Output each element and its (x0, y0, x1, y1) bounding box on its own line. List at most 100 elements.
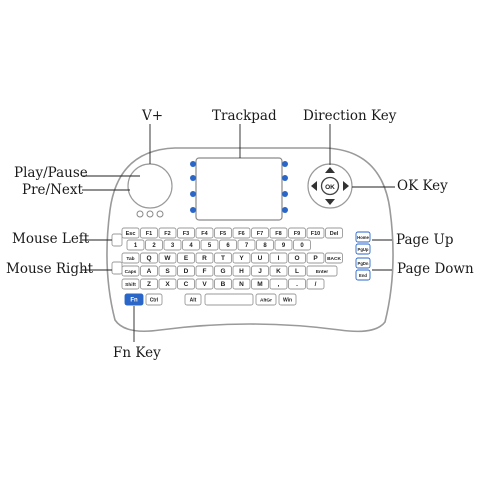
small-button (156, 210, 164, 218)
key-y: Y (232, 252, 251, 264)
svg-text:H: H (239, 268, 244, 275)
key-esc: Esc (121, 227, 140, 239)
svg-text:Q: Q (146, 255, 151, 262)
svg-text:P: P (313, 255, 318, 262)
label-trackpad: Trackpad (212, 108, 277, 124)
svg-text:4: 4 (189, 243, 193, 249)
key-d: D (177, 265, 195, 277)
key-z-row-0: Shift (121, 278, 140, 290)
svg-text:Y: Y (239, 255, 244, 262)
svg-text:X: X (165, 281, 170, 288)
label-page-down: Page Down (397, 261, 474, 277)
key-h: H (232, 265, 251, 277)
key-f1: F1 (140, 227, 158, 239)
svg-text:D: D (184, 268, 189, 275)
key-p: P (306, 252, 325, 264)
key-altgr: AltGr (255, 293, 277, 306)
svg-text:M: M (257, 281, 262, 288)
key-5: 5 (200, 239, 219, 251)
label-v-plus: V+ (142, 108, 164, 124)
key-e: E (177, 252, 195, 264)
key-w: W (158, 252, 177, 264)
svg-text:Z: Z (147, 281, 151, 288)
key-f2: F2 (158, 227, 177, 239)
svg-text:O: O (294, 255, 299, 262)
key-a: A (140, 265, 158, 277)
key-z-row-1: Z (140, 278, 158, 290)
svg-text:F1: F1 (146, 231, 152, 237)
svg-text:J: J (258, 268, 262, 275)
key-j: J (251, 265, 269, 277)
label-play-pause: Play/Pause (14, 165, 88, 181)
small-button (136, 210, 144, 218)
mouse-left-button (111, 233, 123, 247)
dpad-up-arrow (325, 167, 335, 173)
key-f9: F9 (288, 227, 306, 239)
key-side-home: Home (355, 231, 371, 243)
key-f3: F3 (177, 227, 195, 239)
key-space (204, 293, 254, 306)
svg-text:G: G (220, 268, 225, 275)
svg-text:.: . (296, 281, 298, 288)
trackpad-side-dot (190, 191, 196, 197)
key-f6: F6 (232, 227, 251, 239)
svg-text:F4: F4 (201, 231, 208, 237)
svg-text:V: V (202, 281, 207, 288)
svg-text:,: , (278, 281, 280, 288)
svg-text:I: I (278, 255, 280, 262)
trackpad-side-dot (282, 161, 288, 167)
key-side-end: End (355, 269, 371, 281)
key-f10: F10 (306, 227, 325, 239)
svg-text:1: 1 (134, 243, 138, 249)
svg-text:C: C (184, 281, 189, 288)
key-fn: Fn (124, 293, 144, 306)
label-mouse-left: Mouse Left (12, 231, 90, 247)
key-1: 1 (126, 239, 145, 251)
dpad-down-arrow (325, 199, 335, 205)
key-win: Win (278, 293, 297, 306)
label-fn-key: Fn Key (113, 345, 161, 361)
key-k: K (269, 265, 288, 277)
svg-text:Esc: Esc (126, 231, 136, 237)
key-z-row-4: V (195, 278, 214, 290)
key-0: 0 (293, 239, 311, 251)
key-ctrl: Ctrl (145, 293, 163, 306)
key-f7: F7 (251, 227, 269, 239)
key-l: L (288, 265, 306, 277)
svg-text:6: 6 (226, 243, 230, 249)
svg-text:Caps: Caps (125, 269, 137, 275)
callout-lines (82, 124, 395, 342)
label-direction-key: Direction Key (303, 108, 397, 124)
svg-text:Tab: Tab (126, 256, 134, 262)
trackpad-side-dot (190, 175, 196, 181)
svg-text:F: F (203, 268, 207, 275)
trackpad-side-dot (282, 207, 288, 213)
key-tab: Tab (121, 252, 140, 264)
key-f4: F4 (195, 227, 214, 239)
small-button (146, 210, 154, 218)
svg-text:E: E (184, 255, 189, 262)
svg-text:F7: F7 (257, 231, 263, 237)
key-q: Q (140, 252, 158, 264)
key-caps: Caps (121, 265, 140, 277)
key-o: O (288, 252, 306, 264)
svg-text:9: 9 (282, 243, 286, 249)
svg-text:0: 0 (300, 243, 304, 249)
svg-text:End: End (359, 273, 367, 278)
key-4: 4 (182, 239, 200, 251)
svg-text:8: 8 (263, 243, 267, 249)
key-z-row-5: B (214, 278, 232, 290)
svg-text:F3: F3 (183, 231, 189, 237)
label-pre-next: Pre/Next (22, 182, 83, 198)
key-i: I (269, 252, 288, 264)
svg-text:PgDn: PgDn (358, 261, 369, 266)
svg-text:Shift: Shift (125, 282, 136, 288)
key-s: S (158, 265, 177, 277)
key-f8: F8 (269, 227, 288, 239)
svg-text:/: / (315, 281, 317, 288)
key-back: BACK (325, 252, 343, 264)
svg-text:7: 7 (245, 243, 249, 249)
key-del: Del (325, 227, 343, 239)
svg-text:W: W (164, 255, 171, 262)
